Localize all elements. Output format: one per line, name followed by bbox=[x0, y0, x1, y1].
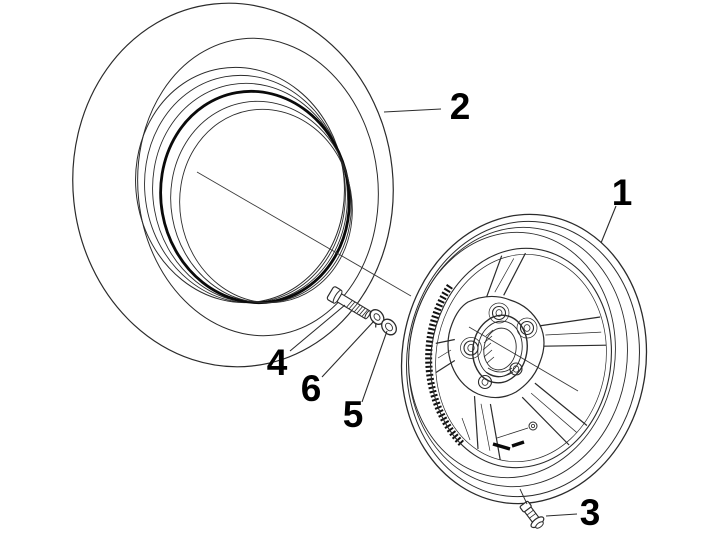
rim-face-details bbox=[461, 417, 538, 451]
spring-washer-split bbox=[375, 323, 377, 328]
rim-spokes bbox=[435, 252, 607, 461]
spoke-bottom bbox=[473, 396, 501, 461]
valve-hole bbox=[528, 421, 538, 431]
lug-boss bbox=[488, 302, 510, 324]
rim-well-line bbox=[408, 231, 616, 479]
lug-boss bbox=[460, 337, 482, 359]
tire-bead-line bbox=[144, 74, 346, 304]
lug-boss bbox=[516, 317, 538, 339]
spoke-left bbox=[435, 338, 456, 374]
lug-hole bbox=[463, 340, 479, 356]
callout-3: 3 bbox=[580, 492, 601, 533]
tire-bead-edge-dark bbox=[159, 89, 351, 305]
callout-6: 6 bbox=[301, 368, 322, 409]
valve-attach-line bbox=[519, 488, 528, 505]
leader-line-3 bbox=[545, 513, 578, 517]
hub-plate bbox=[447, 295, 545, 399]
bore-hatching bbox=[482, 329, 495, 364]
tire-outer-edge bbox=[72, 2, 394, 368]
callout-1: 1 bbox=[612, 172, 633, 213]
spoke-lower-right bbox=[521, 382, 588, 446]
hub-bore bbox=[472, 314, 528, 384]
callout-5: 5 bbox=[343, 394, 364, 435]
leader-line-2 bbox=[383, 108, 442, 113]
leader-line-6 bbox=[321, 320, 375, 378]
rim-face-inner-line bbox=[435, 253, 607, 463]
lug-hole bbox=[491, 305, 507, 321]
rim-outer-edge bbox=[400, 213, 648, 505]
valve-stem bbox=[519, 500, 545, 529]
bolt-shaft bbox=[336, 293, 371, 320]
spoke-top bbox=[486, 252, 527, 298]
flat-washer bbox=[381, 318, 397, 336]
rim-lip bbox=[406, 220, 640, 498]
spoke-right bbox=[539, 316, 607, 347]
rim-barrel-hatching bbox=[425, 284, 465, 447]
valve-base bbox=[535, 521, 544, 529]
hub-lug-holes bbox=[460, 302, 538, 390]
tire-tread-shoulder bbox=[137, 37, 379, 337]
lug-hole bbox=[477, 374, 493, 390]
bolt-tip bbox=[364, 310, 371, 320]
leader-line-5 bbox=[361, 330, 388, 403]
leader-line-1 bbox=[600, 205, 617, 244]
callout-4: 4 bbox=[267, 342, 288, 383]
tire-bead-line bbox=[179, 108, 353, 304]
tire bbox=[72, 2, 394, 368]
bolt-threads bbox=[346, 300, 368, 317]
leader-lines bbox=[289, 108, 617, 517]
lug-hole bbox=[509, 362, 523, 376]
lug-hole bbox=[519, 320, 535, 336]
axle-bolt bbox=[326, 286, 371, 320]
callout-2: 2 bbox=[450, 86, 471, 127]
leader-line-4 bbox=[289, 304, 346, 352]
tire-bead-line bbox=[152, 82, 348, 304]
rim-face-edge bbox=[430, 247, 612, 469]
center-axis-line bbox=[196, 171, 579, 392]
wheel-rim bbox=[400, 213, 648, 505]
